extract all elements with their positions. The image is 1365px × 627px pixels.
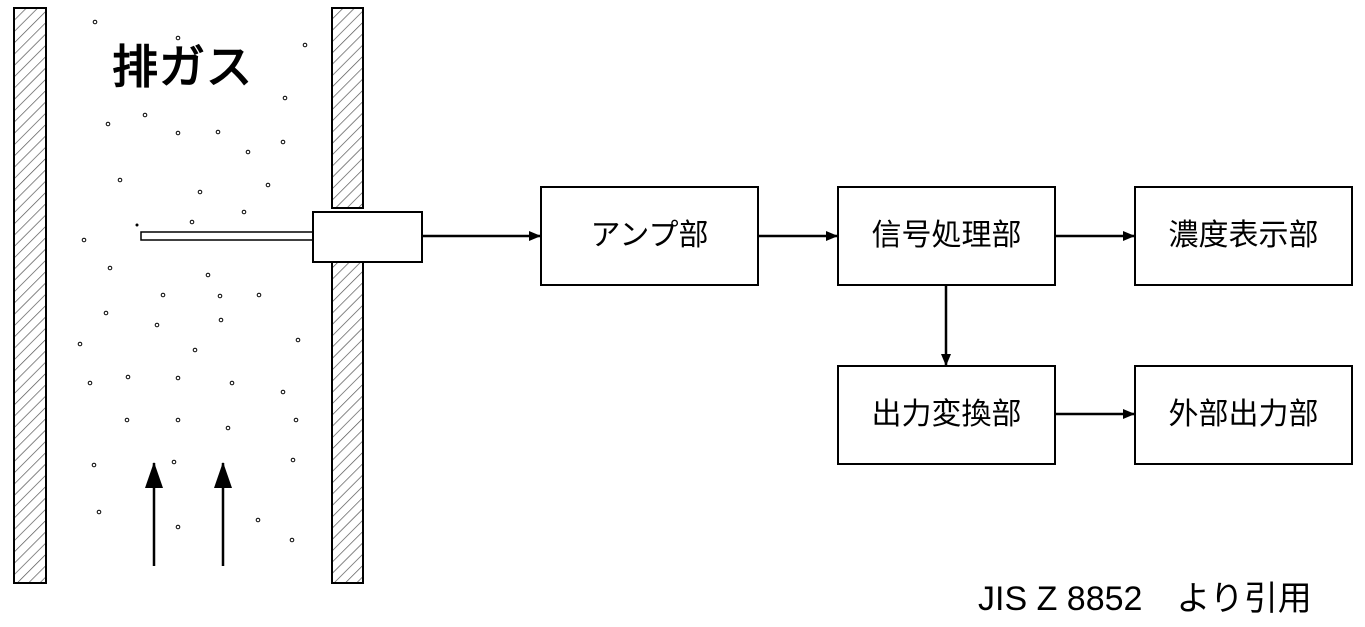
dust-particle [225, 425, 231, 431]
probe-rod [135, 223, 314, 241]
dust-particles [77, 19, 308, 543]
dust-particle [175, 375, 181, 381]
dust-particle [302, 42, 308, 48]
dust-particle [192, 347, 198, 353]
concentration-display-block-label: 濃度表示部 [1168, 218, 1319, 253]
dust-particle [105, 121, 111, 127]
external-output-block-label: 外部出力部 [1168, 397, 1319, 432]
dust-particle [175, 35, 181, 41]
dust-particle [241, 209, 247, 215]
duct-wall-right [331, 7, 364, 584]
exhaust-gas-label: 排ガス [112, 40, 253, 94]
dust-particle [245, 149, 251, 155]
dust-particle [77, 341, 83, 347]
dust-particle [154, 322, 160, 328]
dust-particle [293, 417, 299, 423]
dust-particle [175, 524, 181, 530]
dust-particle [117, 177, 123, 183]
duct-wall-left [13, 7, 47, 584]
dust-particle [103, 310, 109, 316]
dust-particle [171, 459, 177, 465]
dust-particle [124, 417, 130, 423]
dust-particle [91, 462, 97, 468]
dust-particle [81, 237, 87, 243]
dust-particle [280, 389, 286, 395]
dust-particle [160, 292, 166, 298]
dust-particle [205, 272, 211, 278]
dust-particle [215, 129, 221, 135]
dust-particle [107, 265, 113, 271]
dust-particle [265, 182, 271, 188]
dust-particle [96, 509, 102, 515]
signal-processing-block: 信号処理部 [837, 186, 1056, 286]
dust-particle [92, 19, 98, 25]
amp-block: アンプ部 [540, 186, 759, 286]
signal-processing-block-label: 信号処理部 [871, 218, 1022, 253]
amp-block-label: アンプ部 [590, 218, 709, 253]
dust-particle [295, 337, 301, 343]
dust-particle [175, 417, 181, 423]
concentration-display-block: 濃度表示部 [1134, 186, 1353, 286]
dust-particle [197, 189, 203, 195]
dust-particle [87, 380, 93, 386]
dust-particle [142, 112, 148, 118]
dust-particle [189, 219, 195, 225]
dust-particle [125, 374, 131, 380]
output-conversion-block-label: 出力変換部 [871, 397, 1022, 432]
dust-particle [217, 293, 223, 299]
dust-particle [255, 517, 261, 523]
dust-particle [256, 292, 262, 298]
external-output-block: 外部出力部 [1134, 365, 1353, 465]
dust-particle [229, 380, 235, 386]
dust-particle [290, 457, 296, 463]
dust-particle [282, 95, 288, 101]
source-credit: JIS Z 8852 より引用 [978, 580, 1312, 618]
dust-particle [175, 130, 181, 136]
dust-particle [289, 537, 295, 543]
output-conversion-block: 出力変換部 [837, 365, 1056, 465]
sensor-housing [312, 211, 423, 263]
dust-particle [218, 317, 224, 323]
dust-particle [280, 139, 286, 145]
